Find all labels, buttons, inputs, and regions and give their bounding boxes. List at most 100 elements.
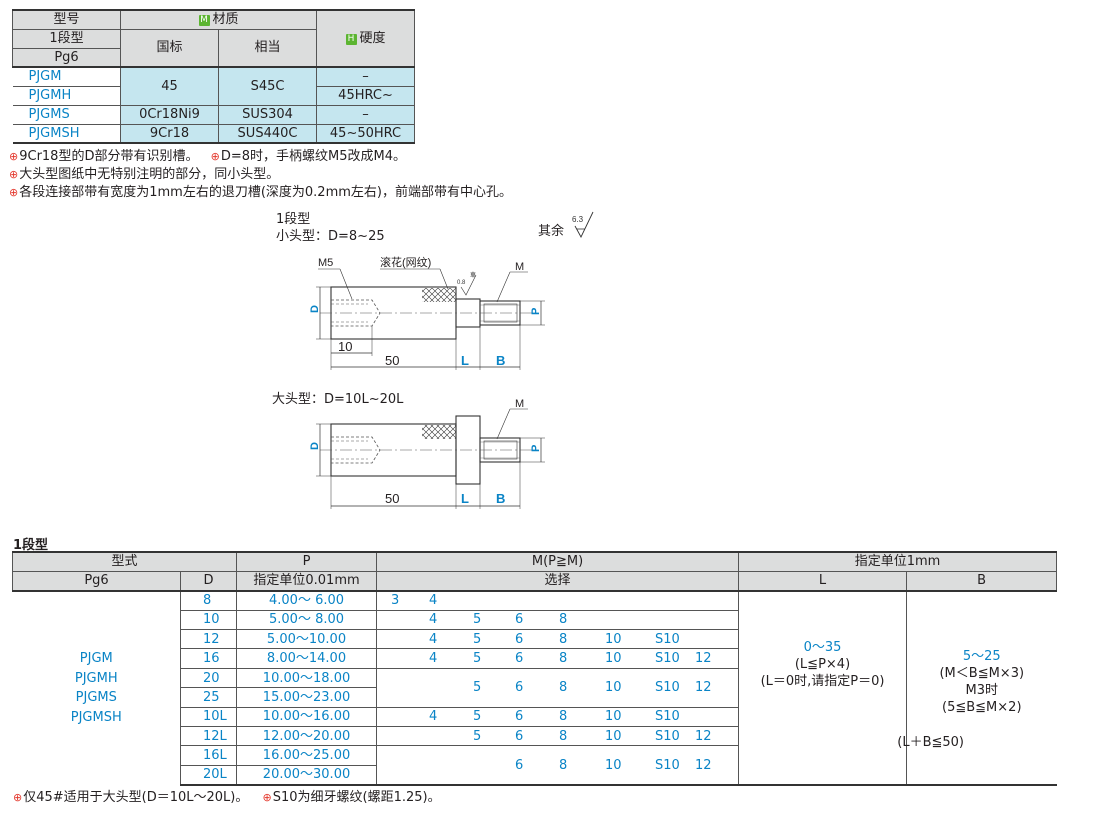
warning-icon: ⊕	[9, 186, 19, 199]
dim-d-label: D	[309, 305, 321, 313]
m-option: 6	[515, 728, 524, 744]
b-header: B	[906, 571, 1058, 592]
note-text: 各段连接部带有宽度为1mm左右的退刀槽(深度为0.2mm左右)，前端部带有中心孔…	[19, 185, 512, 200]
p-header: P	[236, 550, 378, 572]
m-option: S10	[655, 757, 680, 773]
m-header: M(P≧M)	[376, 550, 740, 572]
m-option: S10	[655, 651, 680, 667]
model-cell: PJGMSH	[12, 124, 121, 144]
l-spec-cell: 0～35 (L≦P×4) (L＝0时,请指定P＝0) (L＋B≦50)	[738, 590, 964, 786]
m-option: 5	[473, 680, 482, 696]
tolerance-header: Pg6	[12, 47, 121, 68]
model-name: PJGMH	[74, 670, 118, 686]
dim-p-label: P	[530, 445, 542, 452]
model-name: PJGMS	[75, 690, 117, 706]
dim-50-label: 50	[385, 491, 399, 506]
b-condition: (5≦B≦M×2)	[942, 699, 1022, 715]
material-header-label: 材质	[212, 12, 239, 28]
knurl-symbol: 車	[470, 271, 476, 279]
p-cell: 12.00～20.00	[236, 726, 378, 747]
m-option: 8	[559, 709, 568, 725]
model-cell: PJGMS	[12, 105, 121, 125]
m-option: 5	[473, 631, 482, 647]
m-option: 4	[429, 651, 438, 667]
m-option: 4	[429, 709, 438, 725]
model-name: PJGMSH	[70, 709, 122, 725]
lb-condition: (L＋B≦50)	[897, 734, 965, 750]
model-header: 型号	[12, 9, 121, 30]
m-option: 6	[515, 612, 524, 628]
m-option: 5	[473, 728, 482, 744]
m-option: 10	[605, 757, 622, 773]
unit-header: 指定单位1mm	[738, 550, 1058, 572]
tolerance-header: Pg6	[12, 571, 181, 592]
gb-header: 国标	[120, 28, 219, 68]
m-option: S10	[655, 680, 680, 696]
equiv-cell: S45C	[217, 66, 318, 106]
m-option: 10	[605, 631, 622, 647]
b-condition: M3时	[965, 682, 999, 698]
b-spec-cell: 5～25 (M＜B≦M×3) M3时 (5≦B≦M×2)	[906, 590, 1057, 786]
l-header: L	[738, 571, 908, 592]
dim-p-label: P	[530, 308, 542, 315]
p-cell: 15.00～23.00	[236, 687, 378, 708]
hardness-header-label: 硬度	[359, 31, 386, 46]
m-option: 10	[605, 728, 622, 744]
roughness-label: 其余	[538, 224, 565, 239]
type-header: 1段型	[12, 28, 121, 49]
d-cell: 10L	[179, 706, 238, 728]
warning-icon: ⊕	[9, 150, 19, 163]
hardness-cell: 45HRC~	[316, 85, 416, 106]
model-cell: PJGM	[12, 66, 121, 87]
footnote-text: 仅45#适用于大头型(D＝10L～20L)。	[23, 790, 249, 805]
m-option: 12	[695, 680, 712, 696]
d-cell: 10	[179, 609, 238, 631]
d-cell: 16L	[179, 745, 238, 766]
b-range: 5～25	[962, 648, 1001, 664]
l-range: 0～35	[803, 639, 842, 655]
gb-cell: 0Cr18Ni9	[120, 104, 219, 125]
m-option: 6	[515, 631, 524, 647]
model-list: PJGM PJGMH PJGMS PJGMSH	[12, 590, 181, 785]
technical-drawing: 6.3 D P 10 50 L B	[309, 211, 594, 509]
dim-b-label: B	[496, 491, 505, 506]
l-condition: (L＝0时,请指定P＝0)	[760, 673, 885, 689]
m-option: 10	[605, 680, 622, 696]
p-cell: 10.00～16.00	[236, 706, 378, 728]
m-option: 8	[559, 680, 568, 696]
p-cell: 10.00～18.00	[236, 667, 378, 689]
p-unit-header: 指定单位0.01mm	[236, 571, 378, 592]
small-head-subtitle: 小头型：D=8~25	[276, 229, 385, 244]
warning-icon: ⊕	[13, 791, 23, 804]
m-option: 4	[429, 631, 438, 647]
d-cell: 8	[179, 590, 238, 611]
equiv-header: 相当	[217, 28, 318, 68]
warning-icon: ⊕	[210, 150, 220, 163]
d-cell: 25	[179, 687, 238, 708]
m-option: 8	[559, 651, 568, 667]
m-option: 6	[515, 757, 524, 773]
m-option: 4	[429, 612, 438, 628]
l-condition: (L≦P×4)	[794, 656, 851, 672]
m-option: 6	[515, 680, 524, 696]
p-cell: 8.00～14.00	[236, 648, 378, 669]
roughness-value: 6.3	[572, 215, 584, 224]
m-option: 12	[695, 728, 712, 744]
note-text: 9Cr18型的D部分带有识别槽。	[19, 149, 199, 164]
m-option: 6	[515, 709, 524, 725]
dim-l-label: L	[461, 353, 469, 368]
m-option: 10	[605, 709, 622, 725]
m-option: 6	[515, 651, 524, 667]
gb-cell: 9Cr18	[120, 123, 219, 144]
p-cell: 16.00～25.00	[236, 745, 378, 766]
model-cell: PJGMH	[12, 86, 121, 106]
hardness-cell: 45~50HRC	[316, 123, 416, 144]
m-label: M	[515, 261, 524, 273]
knurl-area	[422, 425, 456, 439]
m-option: 8	[559, 612, 568, 628]
